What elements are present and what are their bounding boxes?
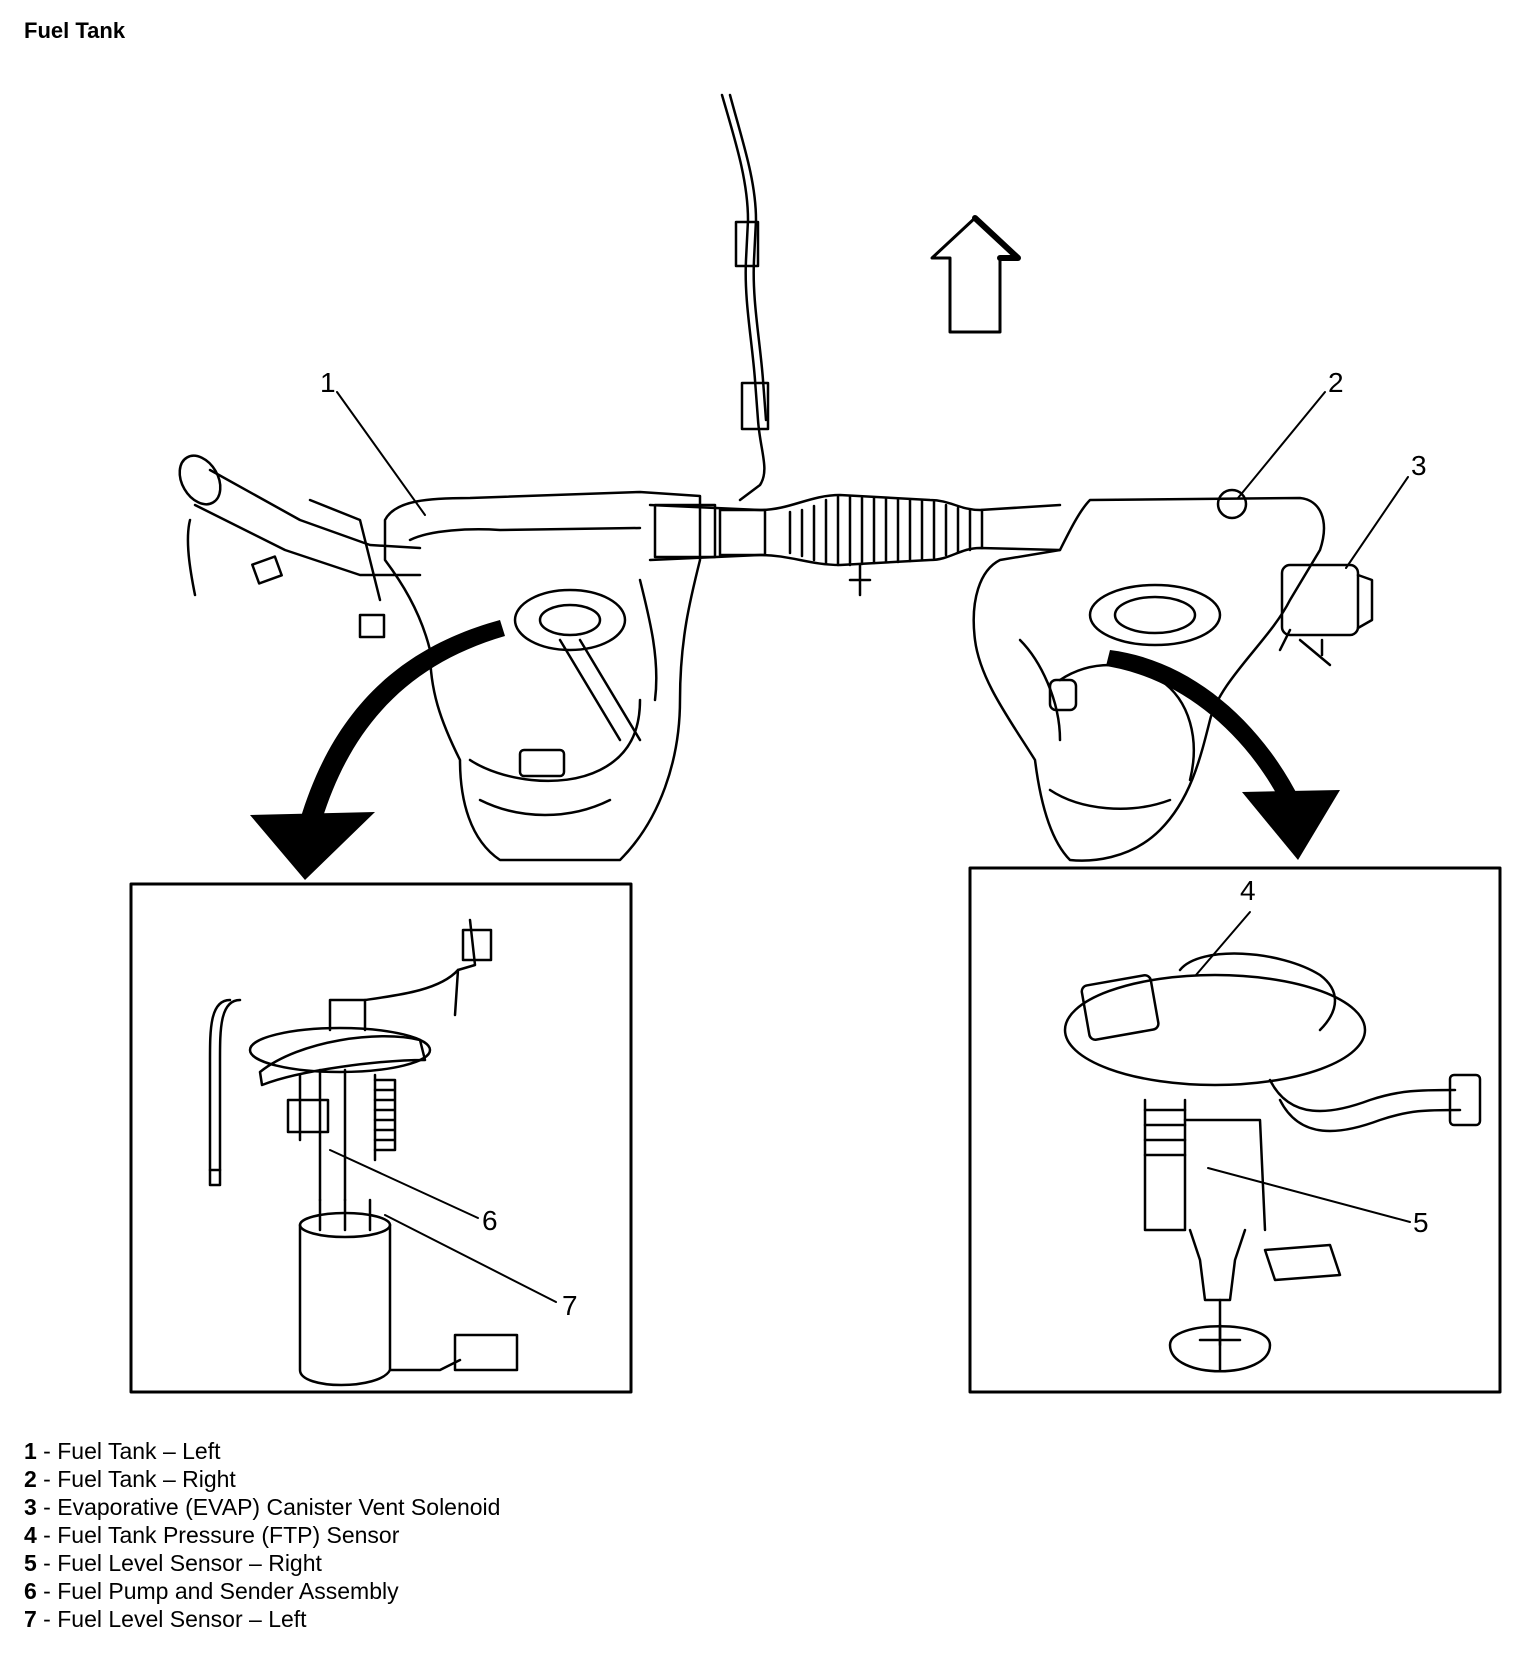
evap-vent-solenoid [1278, 563, 1374, 667]
parts-legend: 1 - Fuel Tank – Left 2 - Fuel Tank – Rig… [24, 1437, 500, 1633]
callout-7: 7 [562, 1290, 578, 1321]
fuel-pump-sender-assembly [208, 918, 519, 1387]
callout-2: 2 [1328, 367, 1344, 398]
legend-separator: - [36, 1522, 58, 1548]
right-inset-frame [968, 866, 1502, 1394]
legend-separator: - [36, 1606, 58, 1632]
legend-separator: - [36, 1438, 58, 1464]
legend-number: 2 [24, 1466, 37, 1492]
left-curved-arrow [250, 620, 505, 880]
right-curved-arrow [1106, 650, 1340, 860]
leader-lines [329, 391, 1411, 1303]
legend-number: 1 [24, 1438, 37, 1464]
legend-text: Fuel Level Sensor – Right [57, 1550, 322, 1576]
left-inset-frame [129, 882, 633, 1394]
callout-3: 3 [1411, 450, 1427, 481]
forward-arrow-icon [930, 215, 1021, 334]
fill-neck [178, 454, 422, 639]
legend-item: 3 - Evaporative (EVAP) Canister Vent Sol… [24, 1493, 500, 1521]
legend-item: 1 - Fuel Tank – Left [24, 1437, 500, 1465]
legend-separator: - [36, 1578, 58, 1604]
legend-text: Evaporative (EVAP) Canister Vent Solenoi… [57, 1494, 501, 1520]
legend-text: Fuel Tank – Right [57, 1466, 236, 1492]
crossover-hose [648, 493, 1062, 597]
legend-item: 4 - Fuel Tank Pressure (FTP) Sensor [24, 1521, 500, 1549]
legend-text: Fuel Pump and Sender Assembly [57, 1578, 399, 1604]
legend-number: 5 [24, 1550, 37, 1576]
page-title: Fuel Tank [24, 18, 126, 43]
callout-1: 1 [320, 367, 336, 398]
ftp-sensor-assembly [1063, 952, 1482, 1373]
legend-number: 3 [24, 1494, 37, 1520]
callout-4: 4 [1240, 875, 1256, 906]
legend-item: 7 - Fuel Level Sensor – Left [24, 1605, 500, 1633]
legend-separator: - [36, 1466, 58, 1492]
left-fuel-tank [383, 490, 702, 862]
legend-separator: - [36, 1550, 58, 1576]
legend-item: 5 - Fuel Level Sensor – Right [24, 1549, 500, 1577]
callout-6: 6 [482, 1205, 498, 1236]
legend-item: 2 - Fuel Tank – Right [24, 1465, 500, 1493]
legend-number: 6 [24, 1578, 37, 1604]
legend-separator: - [36, 1494, 58, 1520]
legend-number: 4 [24, 1522, 37, 1548]
callout-5: 5 [1413, 1207, 1429, 1238]
legend-number: 7 [24, 1606, 37, 1632]
legend-item: 6 - Fuel Pump and Sender Assembly [24, 1577, 500, 1605]
legend-text: Fuel Tank Pressure (FTP) Sensor [57, 1522, 400, 1548]
legend-text: Fuel Level Sensor – Left [57, 1606, 307, 1632]
vent-line [720, 93, 770, 502]
legend-text: Fuel Tank – Left [57, 1438, 221, 1464]
